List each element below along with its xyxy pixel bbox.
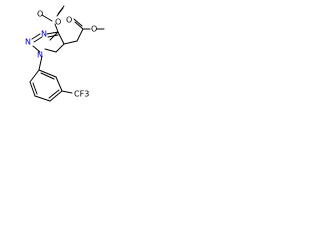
atom-ring-n3: N — [37, 51, 43, 60]
atom-side-carbonyl-o: O — [66, 16, 72, 25]
ring-bond — [57, 31, 65, 45]
molecule-canvas: O O N N N O O CF3 — [0, 0, 107, 155]
side-chain-bond — [63, 40, 78, 45]
benzene-double-bond — [40, 72, 55, 80]
benzene-bond — [29, 69, 40, 83]
atom-ester-o-left: O — [37, 10, 43, 19]
ring-bond — [55, 43, 65, 53]
side-chain-bond — [74, 21, 84, 30]
aryl-bond — [38, 55, 43, 71]
atom-side-ester-o: O — [91, 25, 97, 34]
ring-bond — [46, 31, 59, 35]
ester-bond — [54, 23, 59, 33]
benzene-double-bond — [32, 82, 38, 95]
ester-double-bond — [56, 7, 64, 17]
side-chain-double-bond — [73, 18, 83, 27]
ring-double-bond — [47, 34, 59, 38]
atom-ring-n2: N — [25, 38, 31, 47]
atom-carbonyl-o-top: O — [55, 18, 61, 27]
cf3-bond — [61, 90, 73, 94]
atom-trifluoromethyl: CF3 — [74, 90, 89, 99]
benzene-bond — [55, 76, 63, 92]
benzene-bond — [49, 90, 63, 102]
benzene-bond — [38, 69, 57, 78]
ester-bond — [41, 14, 53, 22]
atom-ring-n1: N — [41, 30, 47, 39]
ring-bond — [44, 48, 57, 53]
ring-bond — [31, 33, 41, 40]
molecule-structure: O O N N N O O CF3 — [25, 5, 105, 102]
benzene-bond — [34, 95, 51, 102]
benzene-double-bond — [48, 89, 60, 99]
benzene-bond — [29, 81, 36, 97]
ring-bond — [32, 45, 41, 53]
side-chain-bond — [76, 28, 84, 42]
ring-double-bond — [33, 36, 43, 43]
